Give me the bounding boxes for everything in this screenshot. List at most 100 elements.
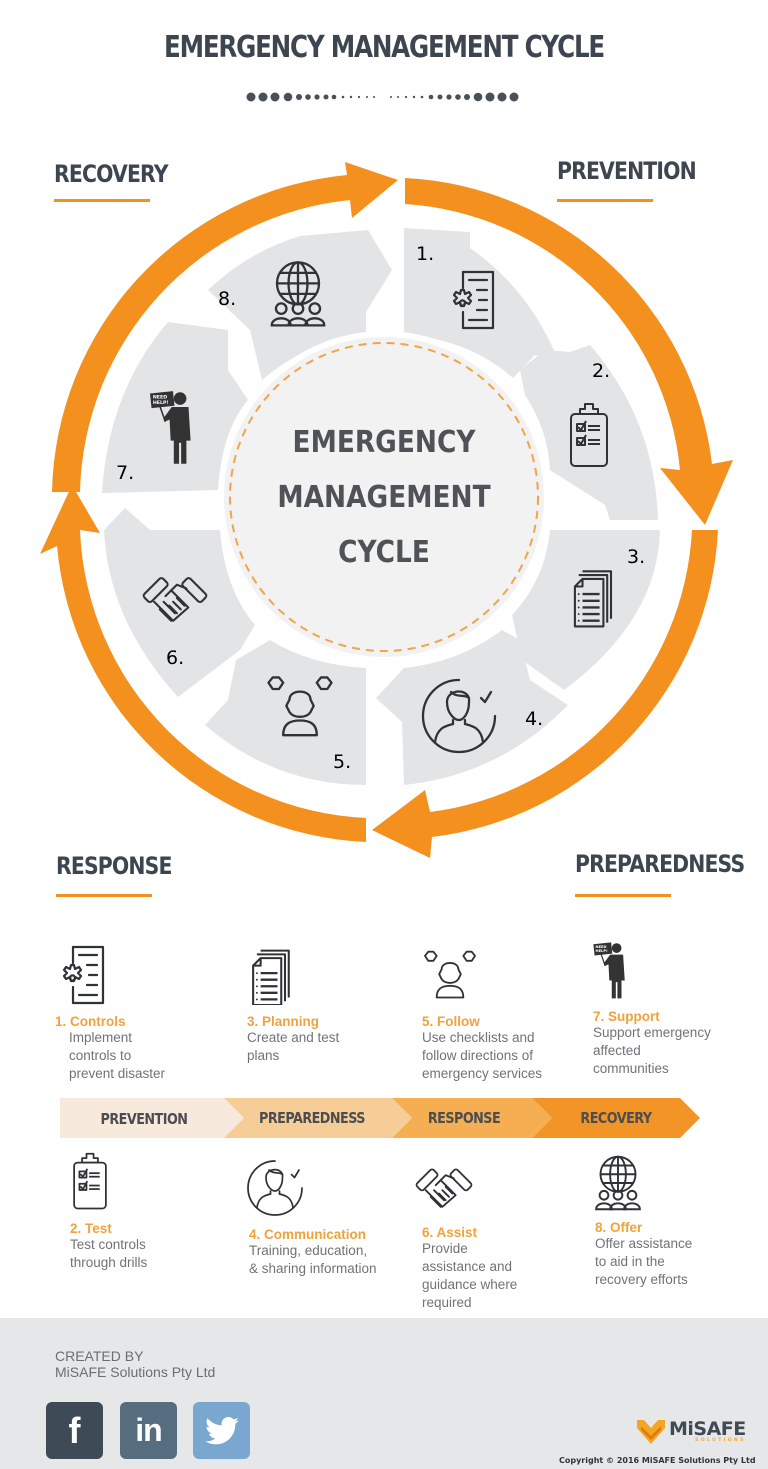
legend-desc-line: recovery efforts [595,1272,688,1287]
legend-desc-line: emergency services [422,1066,543,1081]
footer [0,1318,768,1469]
segment-number: 2. [592,360,610,382]
legend-desc-line: & sharing information [249,1261,377,1276]
timeline-label: PREVENTION [101,1111,188,1128]
phase-label-response: RESPONSE [56,852,172,880]
legend-desc-line: plans [247,1048,280,1063]
arrow-response [40,485,366,842]
facebook-button[interactable]: f [46,1402,103,1459]
arrow-recovery [52,162,398,492]
segment-1 [404,228,558,378]
created-by-label: CREATED BY [55,1348,144,1364]
timeline-step-preparedness [224,1098,412,1138]
center-title-line1: EMERGENCY [293,424,476,459]
timeline-step-response [392,1098,552,1138]
linkedin-icon: in [135,1412,162,1448]
phase-timeline: PREVENTION PREPAREDNESS RESPONSE RECOVER… [60,1098,700,1138]
legend-title: 8. Offer [595,1220,643,1235]
legend-item-planning: 3. Planning Create and test plans [240,945,420,1065]
legend-desc-line: assistance and [422,1259,513,1274]
segment-number: 5. [333,751,351,773]
copyright-text: Copyright © 2016 MiSAFE Solutions Pty Lt… [559,1456,756,1465]
legend-title: 7. Support [593,1009,660,1024]
legend-item-follow: 5. Follow Use checklists and follow dire… [420,945,600,1083]
phase-underline [56,894,152,897]
decorative-dots [246,92,519,102]
legend-item-communication: 4. Communication Training, education, & … [245,1158,425,1278]
segment-number: 6. [166,647,184,669]
timeline-step-recovery [532,1098,700,1138]
legend-item-support: 7. Support Support emergency affected co… [585,940,765,1078]
segment-number: 1. [416,243,434,265]
legend-title: 6. Assist [422,1225,478,1240]
timeline-label: RECOVERY [580,1110,653,1127]
linkedin-button[interactable]: in [120,1402,177,1459]
legend-item-test: 2. Test Test controls through drills [60,1152,240,1272]
legend-desc-line: Support emergency [593,1025,711,1040]
legend-desc-line: Provide [422,1241,468,1256]
globe-people-icon [595,1155,641,1211]
timeline-label: RESPONSE [428,1110,500,1127]
arrow-prevention [405,178,733,525]
person-need-help-sign-icon [592,941,626,999]
legend-title: 4. Communication [249,1227,367,1242]
segment-3 [512,530,660,690]
handshake-icon [414,1167,474,1208]
legend-desc-line: prevent disaster [69,1066,166,1081]
twitter-button[interactable] [193,1402,250,1459]
legend-desc-line: Training, education, [249,1243,368,1258]
segment-number: 8. [218,288,236,310]
legend-desc-line: Use checklists and [422,1030,535,1045]
phase-label-prevention: PREVENTION [557,157,697,185]
twitter-bird-icon [204,1416,239,1444]
segment-2 [520,345,658,520]
legend-item-offer: 8. Offer Offer assistance to aid in the … [590,1155,768,1289]
segment-number: 3. [627,546,645,568]
logo-text: MiSAFE [669,1417,746,1440]
legend-desc-line: required [422,1295,472,1310]
arrow-preparedness [372,530,718,858]
phase-label-recovery: RECOVERY [54,160,169,188]
timeline-step-prevention [60,1098,244,1138]
legend-title: 5. Follow [422,1014,480,1029]
legend-desc-line: through drills [70,1255,148,1270]
legend-desc-line: communities [593,1061,669,1076]
document-stack-icon [251,949,290,1007]
segment-6 [104,508,255,697]
legend-desc-line: follow directions of [422,1048,534,1063]
segment-number: 4. [525,708,543,730]
legend-title: 3. Planning [247,1014,320,1029]
center-title-line3: CYCLE [338,534,430,569]
legend-desc-line: to aid in the [595,1254,665,1269]
segment-numbers: 1. 2. 3. 4. 5. 6. 7. 8. [116,243,645,773]
phase-underline [575,894,671,897]
segments [102,228,660,785]
legend-desc-line: guidance where [422,1277,518,1292]
created-by: CREATED BY MiSAFE Solutions Pty Ltd [55,1348,215,1380]
segment-number: 7. [116,462,134,484]
legend-title: 2. Test [70,1221,112,1236]
legend-desc-line: Offer assistance [595,1236,693,1251]
cycle-diagram: NEED HELP! [40,162,733,858]
misafe-logo: MiSAFE SOLUTIONS [637,1418,746,1444]
legend-desc-line: Create and test [247,1030,340,1045]
phase-underline [557,199,653,202]
legend-item-assist: 6. Assist Provide assistance and guidanc… [414,1156,594,1312]
company-name: MiSAFE Solutions Pty Ltd [55,1364,216,1380]
shield-chevron-icon [637,1420,665,1444]
legend-desc-line: Implement [69,1030,133,1045]
legend-title: 1. Controls [55,1014,126,1029]
legend-desc-line: controls to [69,1048,132,1063]
center-title-line2: MANAGEMENT [277,479,491,514]
facebook-icon: f [68,1409,81,1451]
phase-label-preparedness: PREPAREDNESS [575,850,745,878]
legend-item-controls: 1. Controls Implement controls to preven… [55,945,235,1083]
segment-5 [205,640,366,785]
page-title: EMERGENCY MANAGEMENT CYCLE [164,30,605,65]
legend-desc-line: affected [593,1043,641,1058]
gear-document-icon [62,945,105,1005]
person-check-circle-icon [247,1160,303,1216]
clipboard-checklist-icon [73,1152,107,1210]
segment-4 [376,630,568,785]
legend-desc-line: Test controls [70,1237,146,1252]
